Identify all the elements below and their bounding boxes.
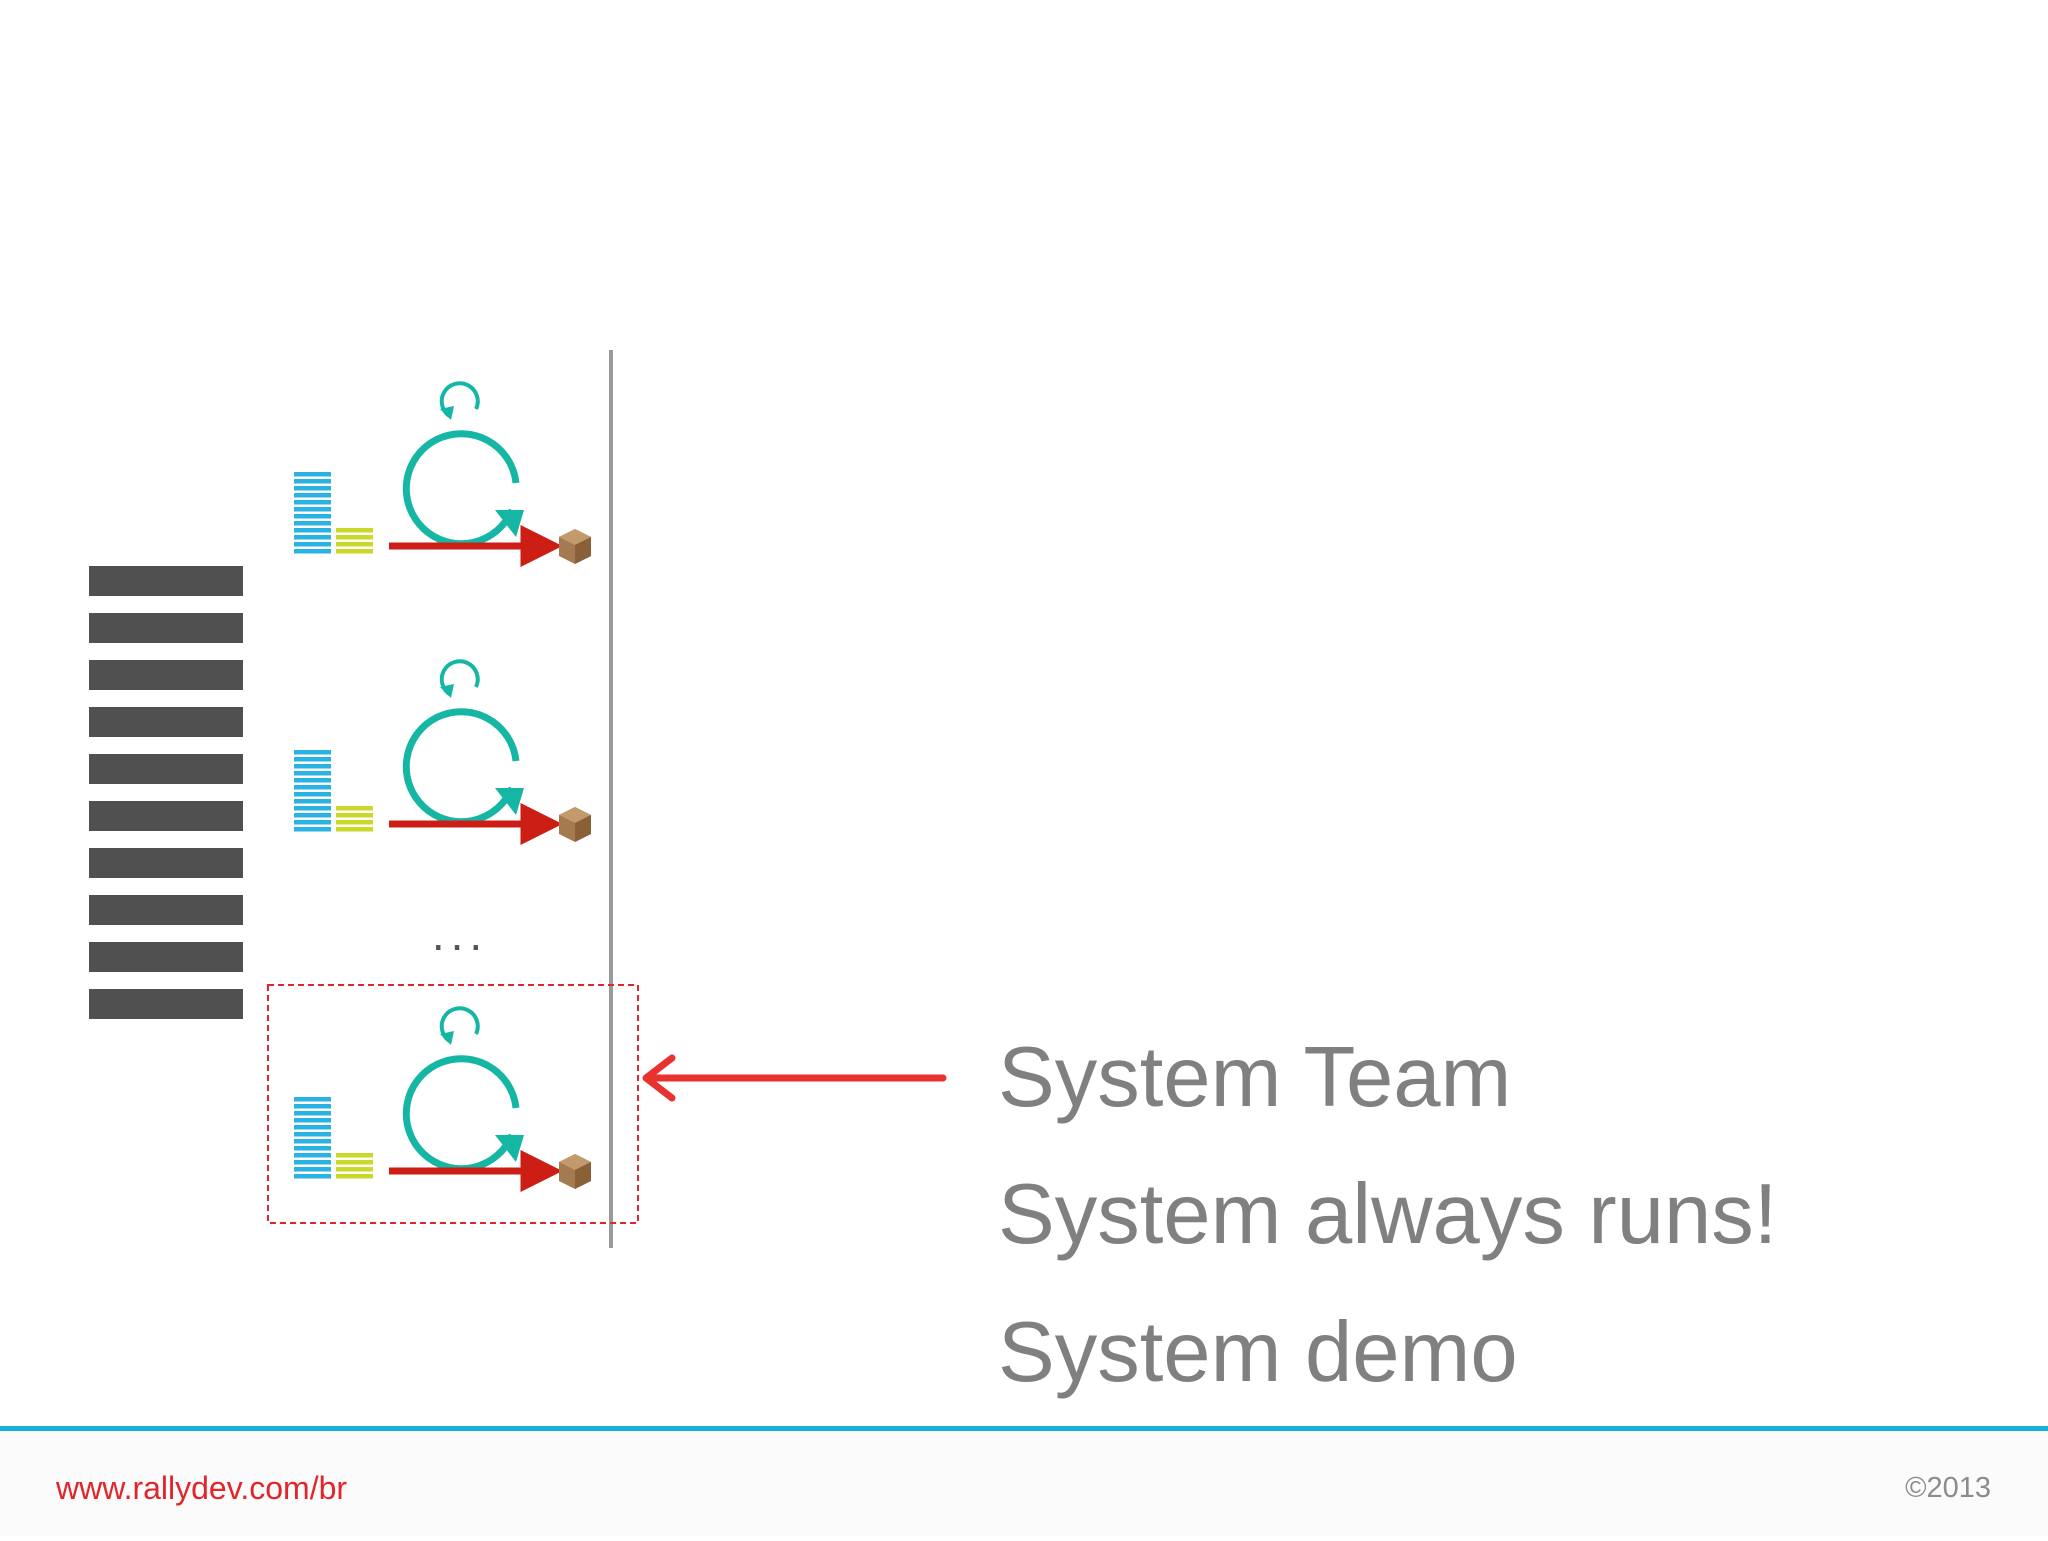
team-backlog-icon bbox=[294, 750, 331, 832]
program-backlog-icon bbox=[89, 566, 243, 1019]
team-backlog-row bbox=[294, 785, 331, 790]
team-backlog-row bbox=[294, 827, 331, 832]
team-backlog-row bbox=[294, 764, 331, 769]
team-backlog-row bbox=[294, 1097, 331, 1102]
daily-cycle-head bbox=[440, 684, 454, 698]
team-wip-row bbox=[336, 820, 373, 825]
team-backlog-row bbox=[294, 1174, 331, 1179]
team-backlog-row bbox=[294, 535, 331, 540]
team-wip-row bbox=[336, 1153, 373, 1158]
team-backlog-row bbox=[294, 820, 331, 825]
pointer-arrow-icon bbox=[642, 1054, 947, 1102]
package-icon bbox=[559, 1154, 591, 1189]
team-backlog-row bbox=[294, 479, 331, 484]
team-backlog-row bbox=[294, 806, 331, 811]
bullet-system-team: System Team bbox=[998, 1030, 1512, 1125]
program-backlog-bar bbox=[89, 801, 243, 831]
team-backlog-row bbox=[294, 528, 331, 533]
team-backlog-row bbox=[294, 1125, 331, 1130]
team-backlog-row bbox=[294, 1104, 331, 1109]
package-side bbox=[575, 1162, 591, 1189]
team-wip-row bbox=[336, 827, 373, 832]
program-backlog-bar bbox=[89, 895, 243, 925]
iteration-cycle-arc bbox=[402, 708, 520, 826]
team-backlog-icon bbox=[294, 472, 331, 554]
team-wip-icon bbox=[336, 528, 373, 554]
team-2 bbox=[294, 659, 591, 845]
team-backlog-row bbox=[294, 1153, 331, 1158]
team-backlog-row bbox=[294, 493, 331, 498]
team-3 bbox=[294, 1006, 591, 1192]
program-backlog-bar bbox=[89, 848, 243, 878]
program-backlog-bar bbox=[89, 754, 243, 784]
iteration-cycle-icon bbox=[402, 381, 524, 548]
team-backlog-row bbox=[294, 1139, 331, 1144]
package-icon bbox=[559, 529, 591, 564]
team-wip-row bbox=[336, 813, 373, 818]
package-side bbox=[575, 537, 591, 564]
footer-copyright: ©2013 bbox=[1905, 1472, 1991, 1504]
team-wip-row bbox=[336, 1167, 373, 1172]
team-backlog-row bbox=[294, 542, 331, 547]
daily-cycle-head bbox=[440, 1031, 454, 1045]
team-wip-row bbox=[336, 535, 373, 540]
selection-box bbox=[267, 984, 639, 1224]
footer-rule bbox=[0, 1426, 2048, 1431]
team-wip-icon bbox=[336, 806, 373, 832]
team-backlog-row bbox=[294, 1118, 331, 1123]
team-backlog-row bbox=[294, 813, 331, 818]
program-backlog-bar bbox=[89, 613, 243, 643]
team-backlog-icon bbox=[294, 1097, 331, 1179]
team-backlog-row bbox=[294, 792, 331, 797]
team-wip-row bbox=[336, 542, 373, 547]
team-backlog-row bbox=[294, 778, 331, 783]
team-backlog-row bbox=[294, 472, 331, 477]
team-backlog-row bbox=[294, 521, 331, 526]
iteration-cycle-arc bbox=[402, 430, 520, 548]
program-backlog-bar bbox=[89, 942, 243, 972]
iteration-cycle-icon bbox=[402, 659, 524, 826]
team-1 bbox=[294, 381, 591, 567]
team-backlog-row bbox=[294, 486, 331, 491]
team-backlog-row bbox=[294, 771, 331, 776]
team-backlog-row bbox=[294, 1160, 331, 1165]
daily-cycle-head bbox=[440, 406, 454, 420]
ellipsis: ... bbox=[432, 908, 488, 960]
program-backlog-bar bbox=[89, 707, 243, 737]
program-backlog-bar bbox=[89, 660, 243, 690]
team-backlog-row bbox=[294, 757, 331, 762]
team-wip-row bbox=[336, 1160, 373, 1165]
team-backlog-row bbox=[294, 750, 331, 755]
team-wip-row bbox=[336, 806, 373, 811]
team-backlog-row bbox=[294, 799, 331, 804]
bullet-system-demo: System demo bbox=[998, 1305, 1518, 1400]
footer-url[interactable]: www.rallydev.com/br bbox=[56, 1470, 348, 1506]
program-backlog-bar bbox=[89, 566, 243, 596]
team-wip-row bbox=[336, 1174, 373, 1179]
team-backlog-row bbox=[294, 1132, 331, 1137]
team-backlog-row bbox=[294, 1146, 331, 1151]
iteration-cycle-arc bbox=[402, 1055, 520, 1173]
team-backlog-row bbox=[294, 1111, 331, 1116]
team-backlog-row bbox=[294, 549, 331, 554]
iteration-cycle-head bbox=[495, 510, 524, 537]
team-wip-row bbox=[336, 549, 373, 554]
program-backlog-bar bbox=[89, 989, 243, 1019]
team-backlog-row bbox=[294, 1167, 331, 1172]
teams-group bbox=[294, 381, 591, 1192]
package-side bbox=[575, 815, 591, 842]
team-backlog-row bbox=[294, 507, 331, 512]
footer-band bbox=[0, 1431, 2048, 1536]
iteration-cycle-icon bbox=[402, 1006, 524, 1173]
package-icon bbox=[559, 807, 591, 842]
bullet-system-always-runs: System always runs! bbox=[998, 1167, 1778, 1262]
team-wip-icon bbox=[336, 1153, 373, 1179]
iteration-cycle-head bbox=[495, 1135, 524, 1162]
iteration-cycle-head bbox=[495, 788, 524, 815]
team-backlog-row bbox=[294, 514, 331, 519]
team-backlog-row bbox=[294, 500, 331, 505]
team-wip-row bbox=[336, 528, 373, 533]
